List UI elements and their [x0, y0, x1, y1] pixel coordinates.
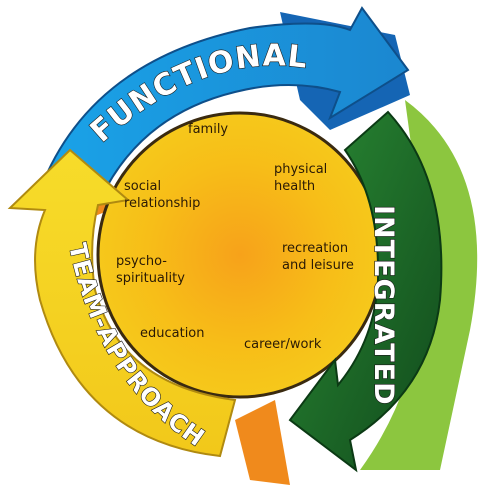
item-physical-health: physical health	[274, 162, 331, 194]
item-recreation-and-leisure: recreation and leisure	[282, 241, 354, 273]
green-arrow-shade	[360, 100, 478, 470]
center-items: family social relationship physical heal…	[116, 122, 354, 352]
item-career-work: career/work	[244, 337, 322, 352]
integrated-arrow	[288, 110, 443, 473]
item-social-relationship: social relationship	[124, 179, 200, 211]
item-family: family	[188, 122, 228, 137]
item-education: education	[140, 326, 205, 341]
item-psycho-spirituality: psycho- spirituality	[116, 254, 185, 286]
integrated-label: INTEGRATED	[368, 205, 399, 406]
orange-arrow-shade	[235, 400, 290, 485]
team-approach-arrow	[7, 148, 237, 458]
functional-arrow	[38, 6, 410, 202]
